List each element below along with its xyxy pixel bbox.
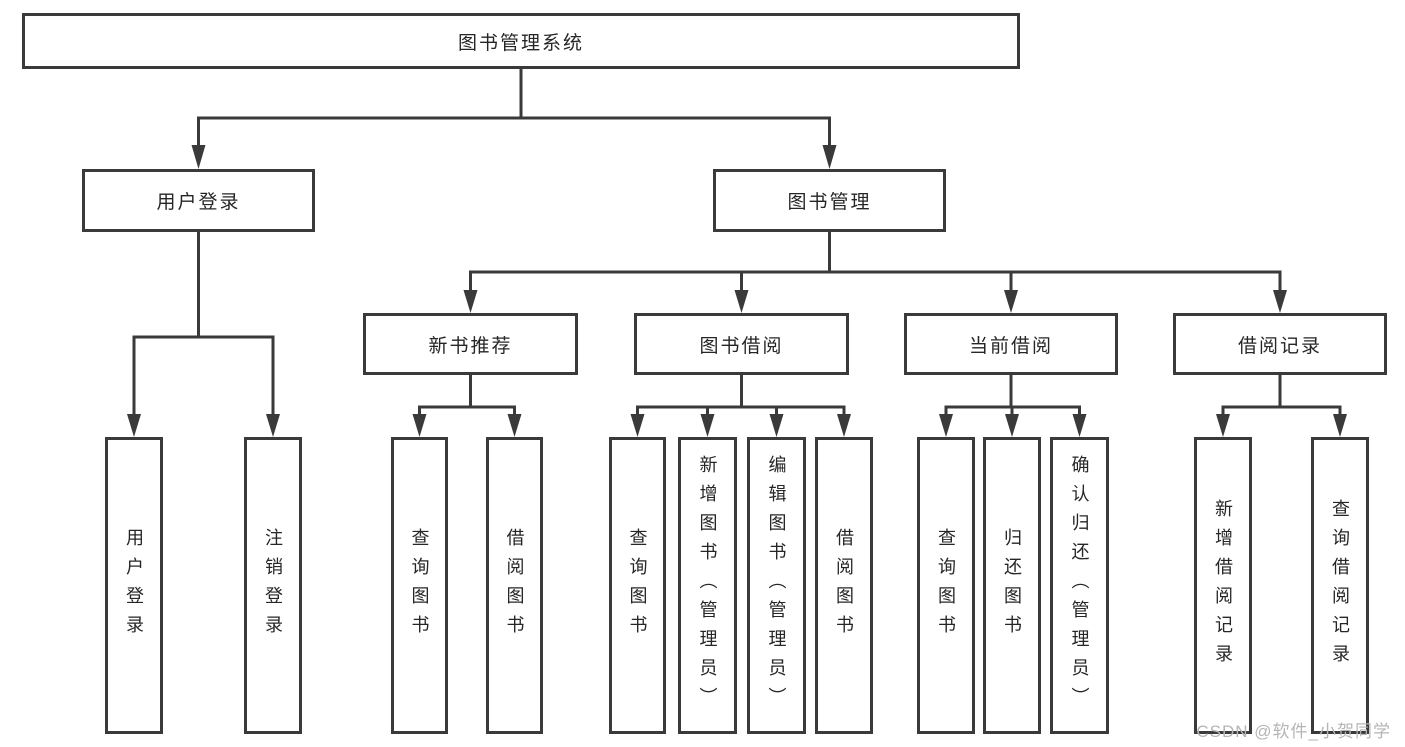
connector-paths (132, 69, 1342, 418)
node-current-borrow: 当前借阅 (904, 313, 1118, 375)
leaf-confirm-return-admin: 确认归还（管理员） (1050, 437, 1109, 734)
csdn-watermark: CSDN @软件_小贺同学 (1196, 722, 1391, 741)
node-new-book-recommend: 新书推荐 (363, 313, 578, 375)
leaf-logout: 注销登录 (244, 437, 302, 734)
leaf-add-book-admin: 新增图书（管理员） (678, 437, 737, 734)
arrowheads (127, 145, 1347, 437)
node-book-management: 图书管理 (713, 169, 946, 232)
leaf-edit-book-admin: 编辑图书（管理员） (747, 437, 806, 734)
node-user-login: 用户登录 (82, 169, 315, 232)
leaf-borrow-book: 借阅图书 (815, 437, 873, 734)
node-root-system: 图书管理系统 (22, 13, 1020, 69)
leaf-recommend-borrow-book: 借阅图书 (486, 437, 543, 734)
node-book-borrow: 图书借阅 (634, 313, 849, 375)
leaf-query-borrow-record: 查询借阅记录 (1311, 437, 1369, 734)
leaf-current-query-book: 查询图书 (917, 437, 975, 734)
leaf-borrow-query-book: 查询图书 (609, 437, 666, 734)
node-borrow-records: 借阅记录 (1173, 313, 1387, 375)
leaf-add-borrow-record: 新增借阅记录 (1194, 437, 1252, 734)
leaf-return-book: 归还图书 (983, 437, 1041, 734)
leaf-user-login: 用户登录 (105, 437, 163, 734)
leaf-recommend-query-book: 查询图书 (391, 437, 448, 734)
